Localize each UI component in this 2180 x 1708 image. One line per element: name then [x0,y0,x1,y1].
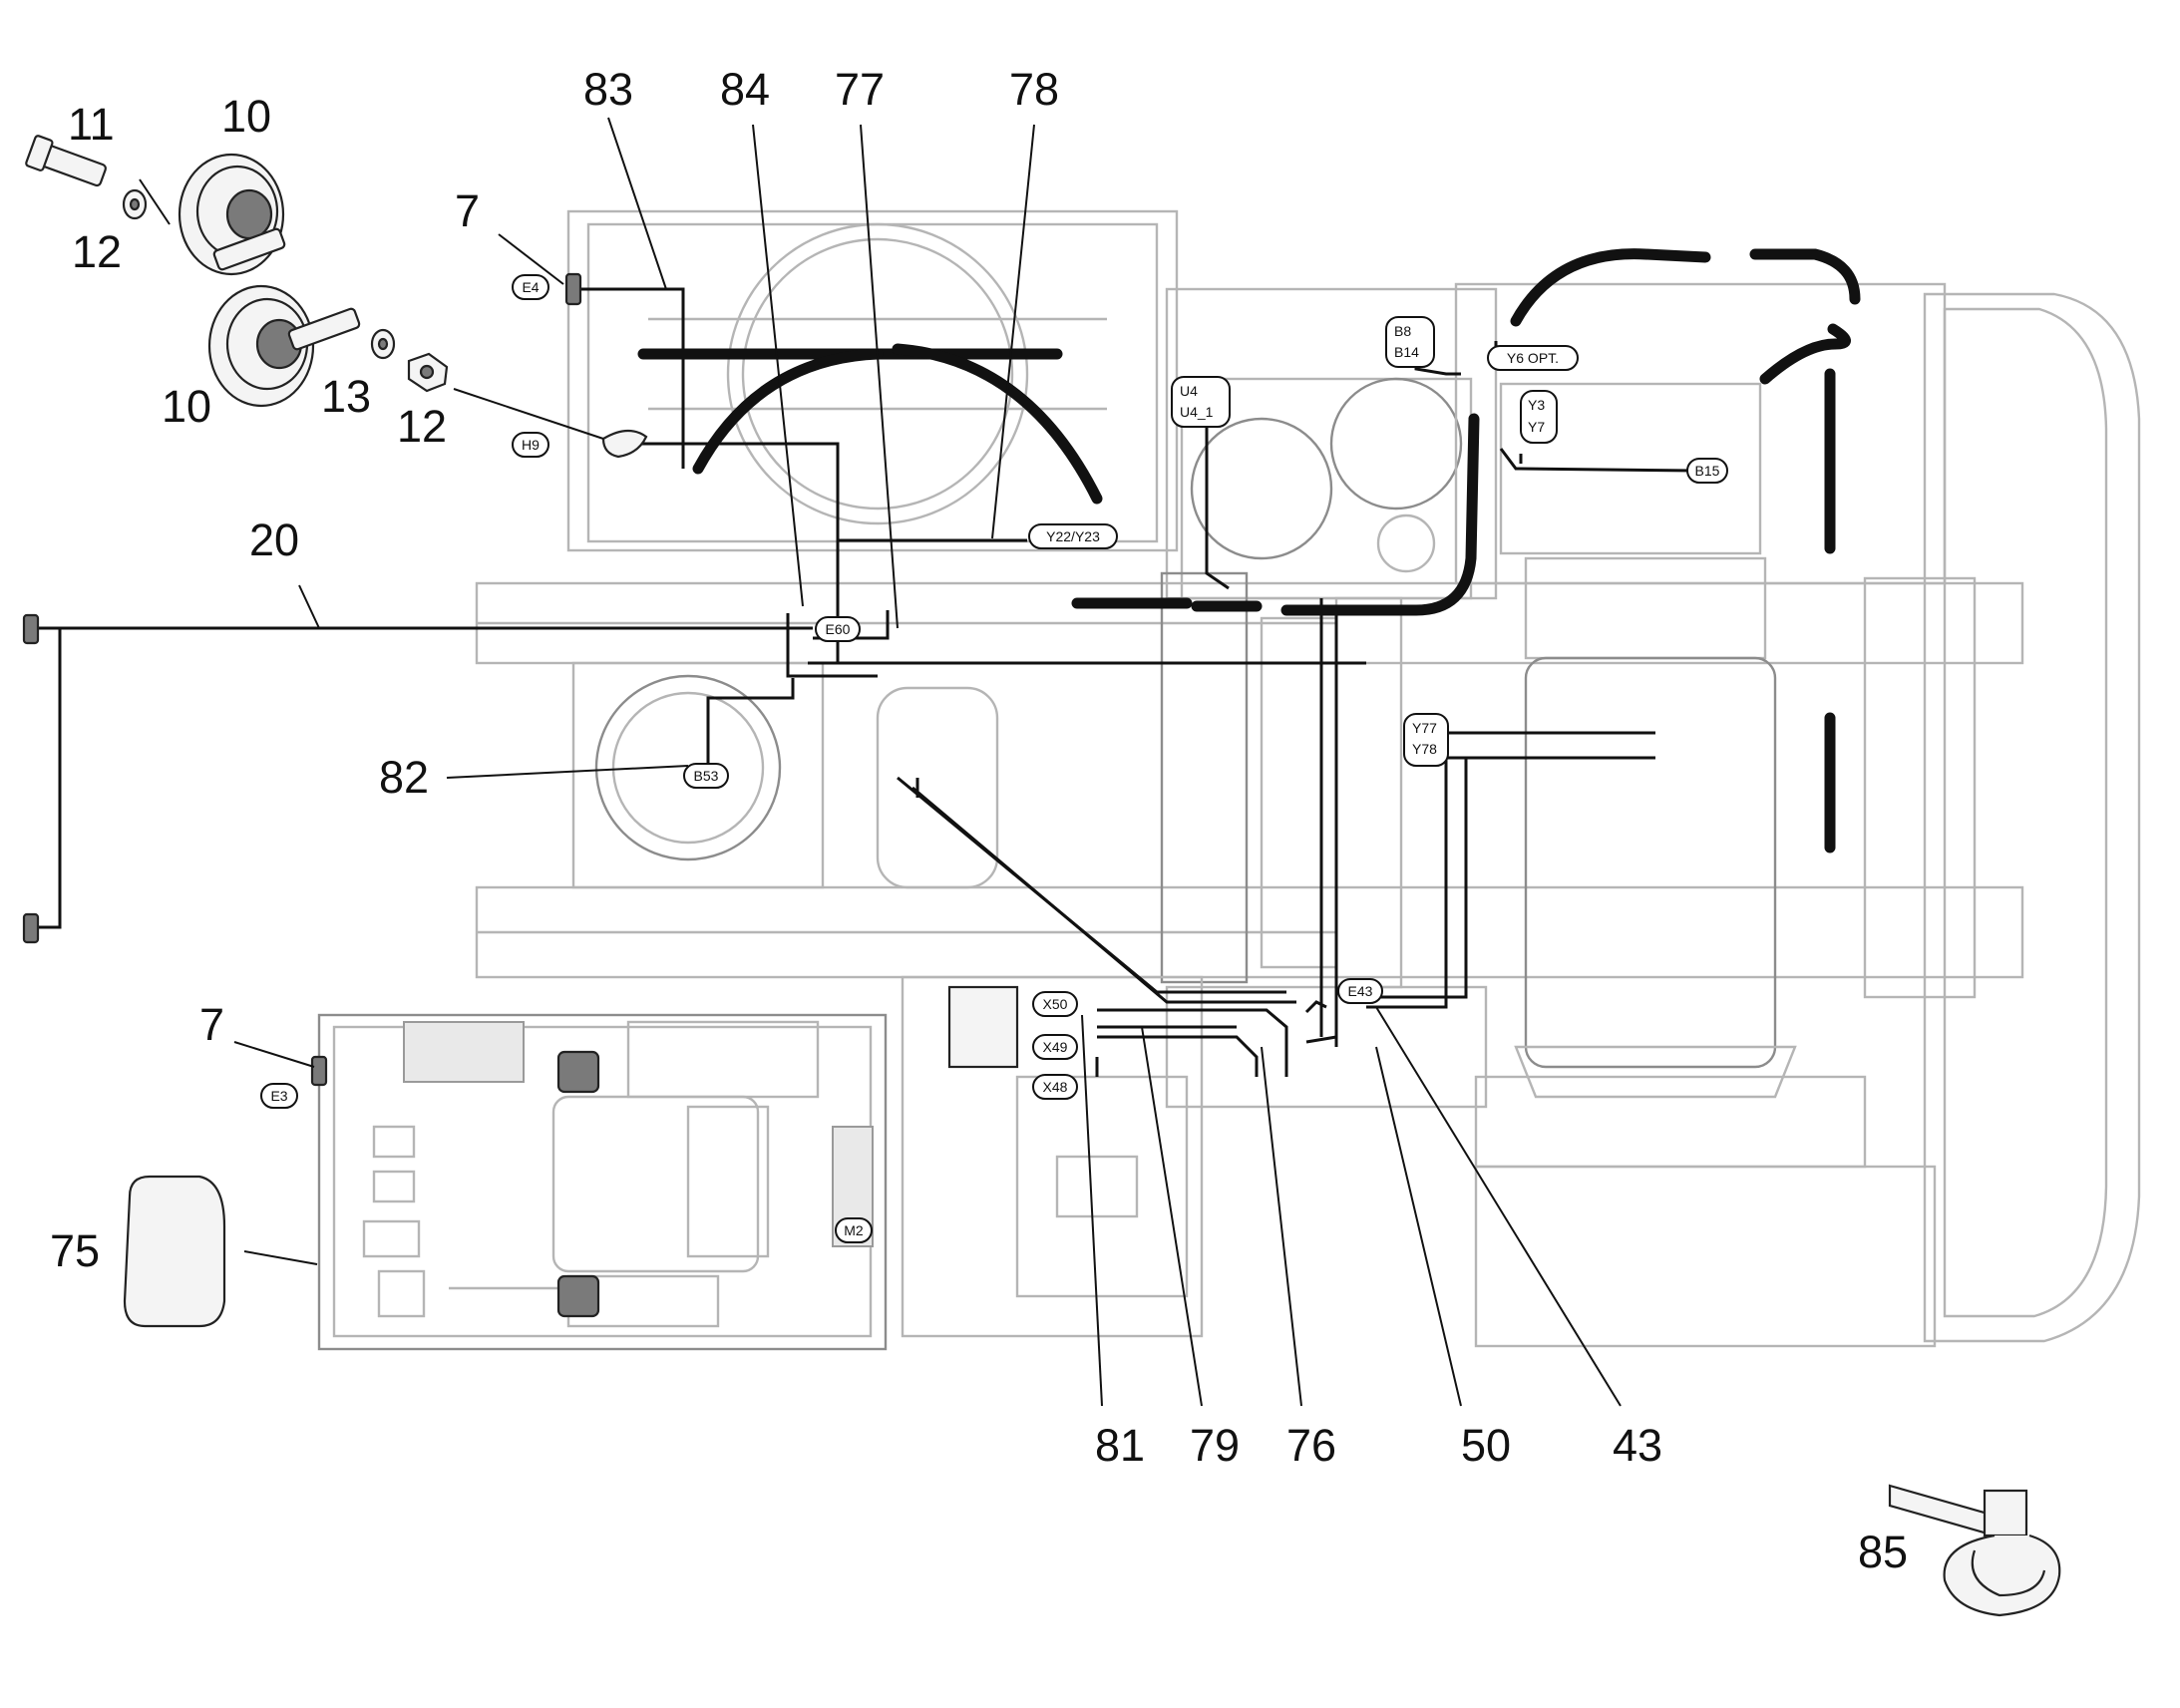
tag-y6: Y6 OPT. [1487,345,1579,371]
svg-text:E3: E3 [270,1088,287,1104]
leader-lines [139,117,1622,1407]
callout-76: 76 [1286,1420,1336,1471]
callout-7-bottom: 7 [199,999,224,1050]
light-parts [22,272,2061,1617]
svg-text:B53: B53 [694,768,719,784]
tag-b15: B15 [1686,458,1728,484]
machine-outline [317,209,2141,1351]
callout-82: 82 [379,752,429,803]
svg-text:X50: X50 [1043,996,1068,1012]
svg-text:H9: H9 [522,437,540,453]
tag-e60: E60 [815,616,861,642]
svg-text:Y3: Y3 [1528,397,1545,413]
callout-50: 50 [1461,1420,1511,1471]
svg-text:X48: X48 [1043,1079,1068,1095]
callout-75: 75 [50,1225,100,1276]
svg-text:E43: E43 [1348,983,1373,999]
callout-7-top: 7 [455,185,480,236]
tag-e3: E3 [260,1083,298,1109]
tag-y22-y23: Y22/Y23 [1028,523,1118,549]
svg-text:M2: M2 [844,1222,864,1238]
svg-text:B14: B14 [1394,344,1419,360]
svg-text:U4: U4 [1180,383,1198,399]
callout-81: 81 [1095,1420,1145,1471]
svg-text:E60: E60 [826,621,851,637]
callout-83: 83 [583,64,633,115]
svg-text:Y6 OPT.: Y6 OPT. [1507,350,1559,366]
tag-x49: X49 [1032,1034,1078,1060]
svg-text:B8: B8 [1394,323,1411,339]
tag-e4: E4 [512,274,549,300]
callout-43: 43 [1613,1420,1662,1471]
svg-text:Y77: Y77 [1412,720,1437,736]
svg-text:U4_1: U4_1 [1180,404,1214,420]
tag-x50: X50 [1032,991,1078,1017]
callout-79: 79 [1190,1420,1240,1471]
callout-10-top: 10 [221,91,271,142]
svg-text:X49: X49 [1043,1039,1068,1055]
tag-h9: H9 [512,432,549,458]
tag-x48: X48 [1032,1074,1078,1100]
tag-b53: B53 [683,763,729,789]
svg-text:Y22/Y23: Y22/Y23 [1046,528,1100,544]
callout-10-bottom: 10 [162,381,211,432]
callout-12-top: 12 [72,226,122,277]
callout-12-bottom: 12 [397,401,447,452]
callout-78: 78 [1009,64,1059,115]
svg-text:Y78: Y78 [1412,741,1437,757]
svg-text:E4: E4 [522,279,539,295]
callout-85: 85 [1858,1527,1908,1577]
svg-text:Y7: Y7 [1528,419,1545,435]
fine-wires [35,287,1696,1077]
callout-20: 20 [249,514,299,565]
callout-13: 13 [321,371,371,422]
callout-84: 84 [720,64,770,115]
callout-11: 11 [68,99,115,150]
callout-77: 77 [835,64,885,115]
svg-text:B15: B15 [1695,463,1720,479]
horn-parts [25,135,449,408]
tag-e43: E43 [1337,978,1383,1004]
tag-m2: M2 [835,1217,873,1243]
